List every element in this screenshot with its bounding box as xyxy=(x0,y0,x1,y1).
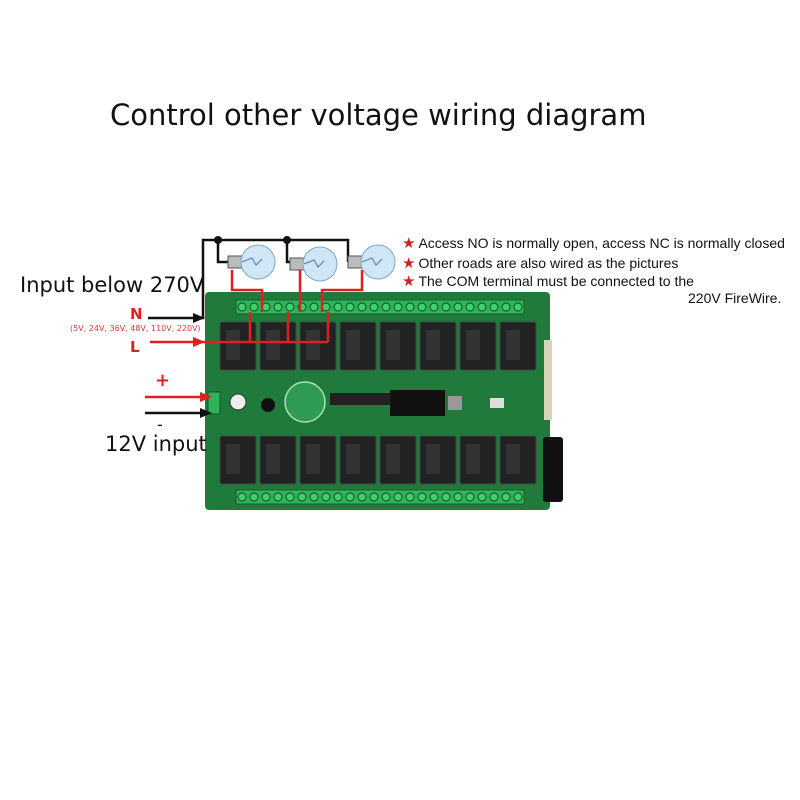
terminal-screw xyxy=(429,302,439,312)
terminal-screw xyxy=(501,302,511,312)
terminal-screw xyxy=(345,492,355,502)
terminal-screw xyxy=(453,492,463,502)
terminal-screw xyxy=(273,302,283,312)
terminal-screw xyxy=(393,302,403,312)
star-icon: ★ xyxy=(402,255,416,272)
terminal-screw xyxy=(333,302,343,312)
terminal-screw xyxy=(249,302,259,312)
lightbulb-icon xyxy=(347,244,396,280)
terminal-screw xyxy=(357,302,367,312)
note-item: ★The COM terminal must be connected to t… xyxy=(402,272,694,290)
terminal-screw xyxy=(405,492,415,502)
terminal-screw xyxy=(261,492,271,502)
lamp-bulbs xyxy=(227,244,396,282)
terminal-screw xyxy=(477,302,487,312)
ic-chip xyxy=(330,393,390,405)
buzzer xyxy=(284,381,326,423)
negative-label: - xyxy=(157,415,163,434)
lightbulb-icon xyxy=(227,244,276,280)
microcontroller-chip xyxy=(390,390,445,416)
diagram-title: Control other voltage wiring diagram xyxy=(110,98,647,132)
terminal-screw xyxy=(489,302,499,312)
terminal-screw xyxy=(417,302,427,312)
terminal-screw xyxy=(345,302,355,312)
note-text: The COM terminal must be connected to th… xyxy=(418,273,694,289)
terminal-screw xyxy=(465,302,475,312)
terminal-screw xyxy=(273,492,283,502)
relay-row-top xyxy=(219,321,537,371)
crystal xyxy=(448,396,462,410)
terminal-screw xyxy=(441,492,451,502)
note-text: Access NO is normally open, access NC is… xyxy=(418,235,785,251)
terminal-screw xyxy=(297,492,307,502)
terminal-screw xyxy=(489,492,499,502)
terminal-screw xyxy=(453,302,463,312)
terminal-screw xyxy=(417,492,427,502)
input-voltage-label: Input below 270V xyxy=(20,273,205,297)
power-terminal xyxy=(207,391,221,415)
relay-row-bottom xyxy=(219,435,537,485)
star-icon: ★ xyxy=(402,273,416,290)
live-wiring xyxy=(150,270,364,347)
positive-label: + xyxy=(155,370,171,391)
neutral-label: N xyxy=(130,305,143,323)
terminal-screw xyxy=(369,302,379,312)
dc-input-label: 12V input xyxy=(105,432,207,456)
terminal-screw xyxy=(309,492,319,502)
button-component xyxy=(490,398,504,408)
terminal-screw xyxy=(237,492,247,502)
terminal-screw xyxy=(285,492,295,502)
terminal-screw xyxy=(513,302,523,312)
note-item: ★Access NO is normally open, access NC i… xyxy=(402,234,785,252)
note-text: Other roads are also wired as the pictur… xyxy=(418,255,679,271)
dc-input-wiring xyxy=(145,392,212,418)
terminal-screw xyxy=(237,302,247,312)
terminal-strip-bottom xyxy=(235,489,525,505)
voltage-options: (5V, 24V, 36V, 48V, 110V, 220V) xyxy=(70,324,201,333)
capacitor xyxy=(229,393,247,411)
terminal-screw xyxy=(285,302,295,312)
note-text-continued: 220V FireWire. xyxy=(688,290,782,306)
terminal-screw xyxy=(249,492,259,502)
terminal-screw xyxy=(501,492,511,502)
terminal-screw xyxy=(357,492,367,502)
terminal-screw xyxy=(321,492,331,502)
live-label: L xyxy=(130,338,140,356)
lightbulb-icon xyxy=(289,246,338,282)
terminal-screw xyxy=(513,492,523,502)
note-item: ★Other roads are also wired as the pictu… xyxy=(402,254,678,272)
terminal-screw xyxy=(369,492,379,502)
terminal-strip-top xyxy=(235,299,525,315)
terminal-screw xyxy=(465,492,475,502)
capacitor xyxy=(261,398,275,412)
terminal-screw xyxy=(405,302,415,312)
antenna-module xyxy=(543,437,563,502)
terminal-screw xyxy=(381,302,391,312)
terminal-screw xyxy=(393,492,403,502)
terminal-screw xyxy=(441,302,451,312)
terminal-screw xyxy=(333,492,343,502)
terminal-screw xyxy=(429,492,439,502)
antenna-connector xyxy=(544,340,552,420)
star-icon: ★ xyxy=(402,235,416,252)
terminal-screw xyxy=(477,492,487,502)
terminal-screw xyxy=(381,492,391,502)
terminal-screw xyxy=(309,302,319,312)
